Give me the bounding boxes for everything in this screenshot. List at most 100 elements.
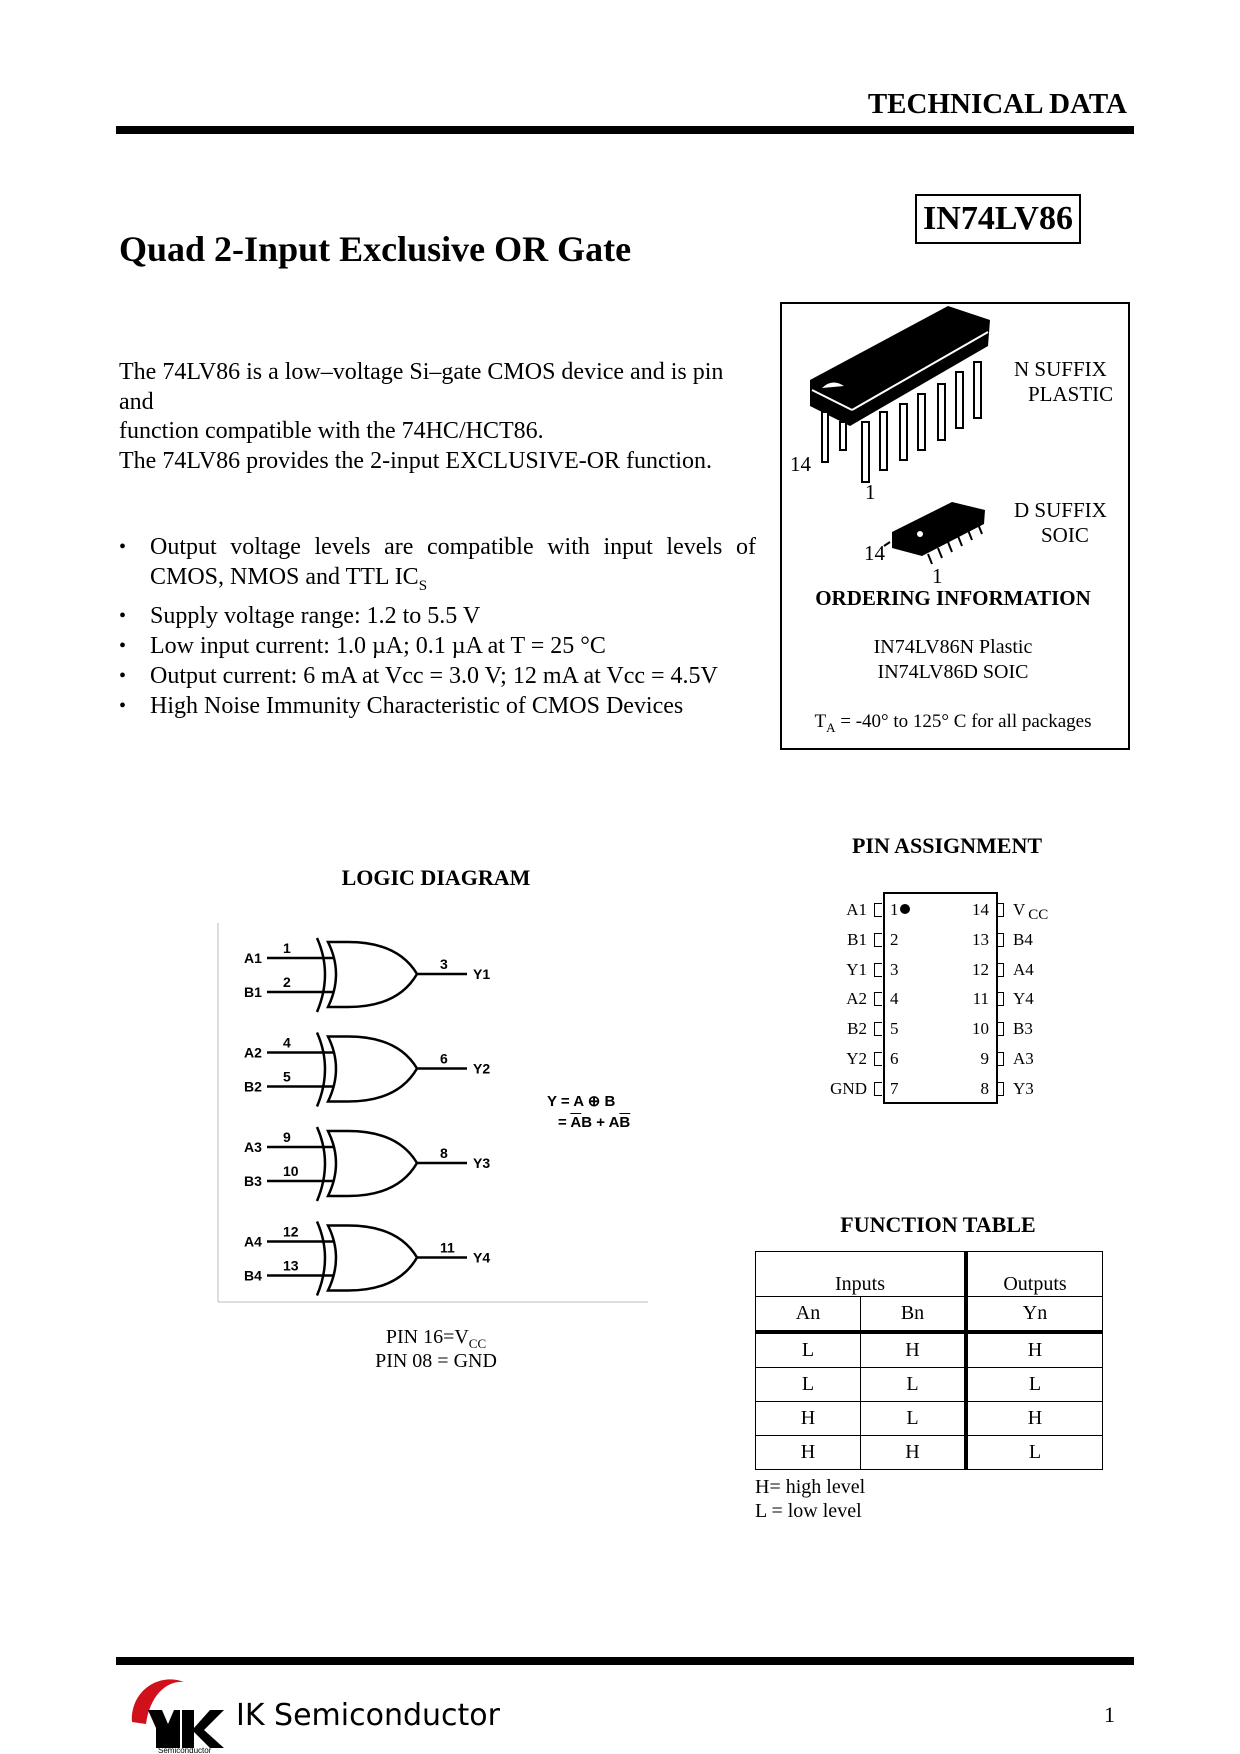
pin-vcc-note: PIN 16=VCC xyxy=(386,1326,486,1352)
formula-part: A xyxy=(570,1114,582,1131)
temp-sub: A xyxy=(826,719,836,735)
table-cell: L xyxy=(965,1367,1103,1402)
table-cell: H xyxy=(860,1331,968,1368)
dip-pin14-label: 14 xyxy=(790,452,811,476)
ik-logo-icon: Semiconductor xyxy=(131,1679,224,1754)
feature-item: Output current: 6 mA at Vcc = 3.0 V; 12 … xyxy=(119,661,756,691)
pin-stub xyxy=(996,962,1004,977)
input-label: A1 xyxy=(244,950,262,966)
header-inputs: Inputs xyxy=(755,1251,968,1297)
order-item: IN74LV86D SOIC xyxy=(877,661,1029,683)
pin-name: Y4 xyxy=(1013,989,1034,1009)
pin-number: 2 xyxy=(283,974,291,990)
xor-input-curve xyxy=(315,1031,327,1107)
pin-name: A4 xyxy=(1013,960,1034,980)
pin-name: B4 xyxy=(1013,930,1033,950)
output-label: Y1 xyxy=(473,966,490,982)
output-label: Y3 xyxy=(473,1155,490,1171)
pin-number: 6 xyxy=(890,1049,899,1068)
logic-diagram-title: LOGIC DIAGRAM xyxy=(341,865,531,890)
pin-number: 12 xyxy=(972,959,989,979)
package-illustrations xyxy=(810,306,990,565)
input-label: B4 xyxy=(244,1268,262,1284)
pin-name-text: Y3 xyxy=(1013,1078,1034,1098)
table-cell: L xyxy=(965,1435,1103,1470)
feature-text: Output voltage levels are compatible wit… xyxy=(150,534,756,590)
col-bn: Bn xyxy=(860,1296,968,1334)
pin-number: 4 xyxy=(890,989,899,1009)
input-label: A4 xyxy=(244,1234,262,1250)
temperature-range: TA = -40° to 125° C for all packages xyxy=(815,711,1092,736)
table-cell: H xyxy=(965,1331,1103,1368)
xor-input-curve xyxy=(315,1220,327,1296)
company-name: IK Semiconductor xyxy=(236,1698,500,1733)
output-label: Y2 xyxy=(473,1061,490,1077)
pin-name: B1 xyxy=(847,929,867,949)
output-label: Y4 xyxy=(473,1250,490,1266)
feature-list: Output voltage levels are compatible wit… xyxy=(119,532,756,721)
table-cell: L xyxy=(755,1331,861,1368)
pin-number: 9 xyxy=(980,1049,990,1068)
xor-gate-icon xyxy=(325,1129,419,1198)
pin-name-text: B3 xyxy=(1013,1019,1033,1039)
description-line: The 74LV86 is a low–voltage Si–gate CMOS… xyxy=(119,359,724,385)
pin-number: 6 xyxy=(440,1051,448,1067)
ordering-title: ORDERING INFORMATION xyxy=(815,586,1091,610)
temp-text: = -40° to 125° C for all packages xyxy=(835,711,1092,732)
description-line: The 74LV86 provides the 2-input EXCLUSIV… xyxy=(119,447,713,474)
pin-name: A2 xyxy=(846,989,867,1009)
xor-gate-icon xyxy=(325,1224,419,1292)
note-text: PIN 16=V xyxy=(385,1326,469,1348)
table-cell: L xyxy=(860,1401,968,1436)
pin1-marker-icon xyxy=(900,904,910,914)
technical-data-label: TECHNICAL DATA xyxy=(867,88,1127,120)
table-cell: H xyxy=(755,1435,861,1470)
pin-name: B3 xyxy=(1013,1019,1033,1039)
pin-number: 13 xyxy=(972,929,989,949)
description-line: and xyxy=(119,388,154,415)
pin-name: Y1 xyxy=(846,959,867,979)
pin-name: A1 xyxy=(846,900,867,919)
dip-package-icon xyxy=(810,306,990,483)
svg-text:Semiconductor: Semiconductor xyxy=(158,1746,212,1754)
feature-item: Output voltage levels are compatible wit… xyxy=(119,532,756,601)
input-label: A2 xyxy=(244,1045,262,1061)
pin-stub xyxy=(996,1081,1004,1096)
note-sub: CC xyxy=(468,1336,487,1351)
input-label: B3 xyxy=(244,1173,262,1189)
pin-number: 1 xyxy=(890,900,899,919)
pin-name: GND xyxy=(830,1078,867,1098)
page-number: 1 xyxy=(1104,1702,1115,1727)
legend-low: L = low level xyxy=(755,1500,862,1522)
pin-name-text: A4 xyxy=(1013,959,1034,979)
pin-stub xyxy=(874,1052,882,1066)
table-cell: H xyxy=(965,1401,1103,1436)
table-cell: L xyxy=(755,1367,861,1402)
pin-number: 1 xyxy=(283,940,291,956)
part-number-box: IN74LV86 xyxy=(915,194,1081,244)
xor-gate-icon xyxy=(325,1035,419,1103)
pin-stub xyxy=(874,1022,882,1037)
formula-part: = xyxy=(558,1114,571,1131)
function-table-title: FUNCTION TABLE xyxy=(840,1212,1036,1237)
pin-name-text: B4 xyxy=(1013,929,1033,949)
pin-stub xyxy=(996,992,1004,1007)
d-suffix-label: D SUFFIX xyxy=(1014,498,1107,522)
formula-part: B xyxy=(619,1114,631,1131)
chip-outline xyxy=(883,892,998,1104)
package-info-box xyxy=(780,302,1130,750)
pin-number: 9 xyxy=(283,1129,291,1145)
pin-stub xyxy=(874,992,882,1007)
pin-name: Y3 xyxy=(1013,1079,1034,1099)
pin-number: 14 xyxy=(972,900,989,919)
pin-number: 5 xyxy=(283,1069,291,1085)
soic-pin14-label: 14 xyxy=(864,541,885,565)
pin-stub xyxy=(874,1081,882,1096)
feature-item: High Noise Immunity Characteristic of CM… xyxy=(119,691,756,721)
pin-number: 3 xyxy=(890,959,899,979)
pin-assignment-title: PIN ASSIGNMENT xyxy=(851,833,1043,858)
